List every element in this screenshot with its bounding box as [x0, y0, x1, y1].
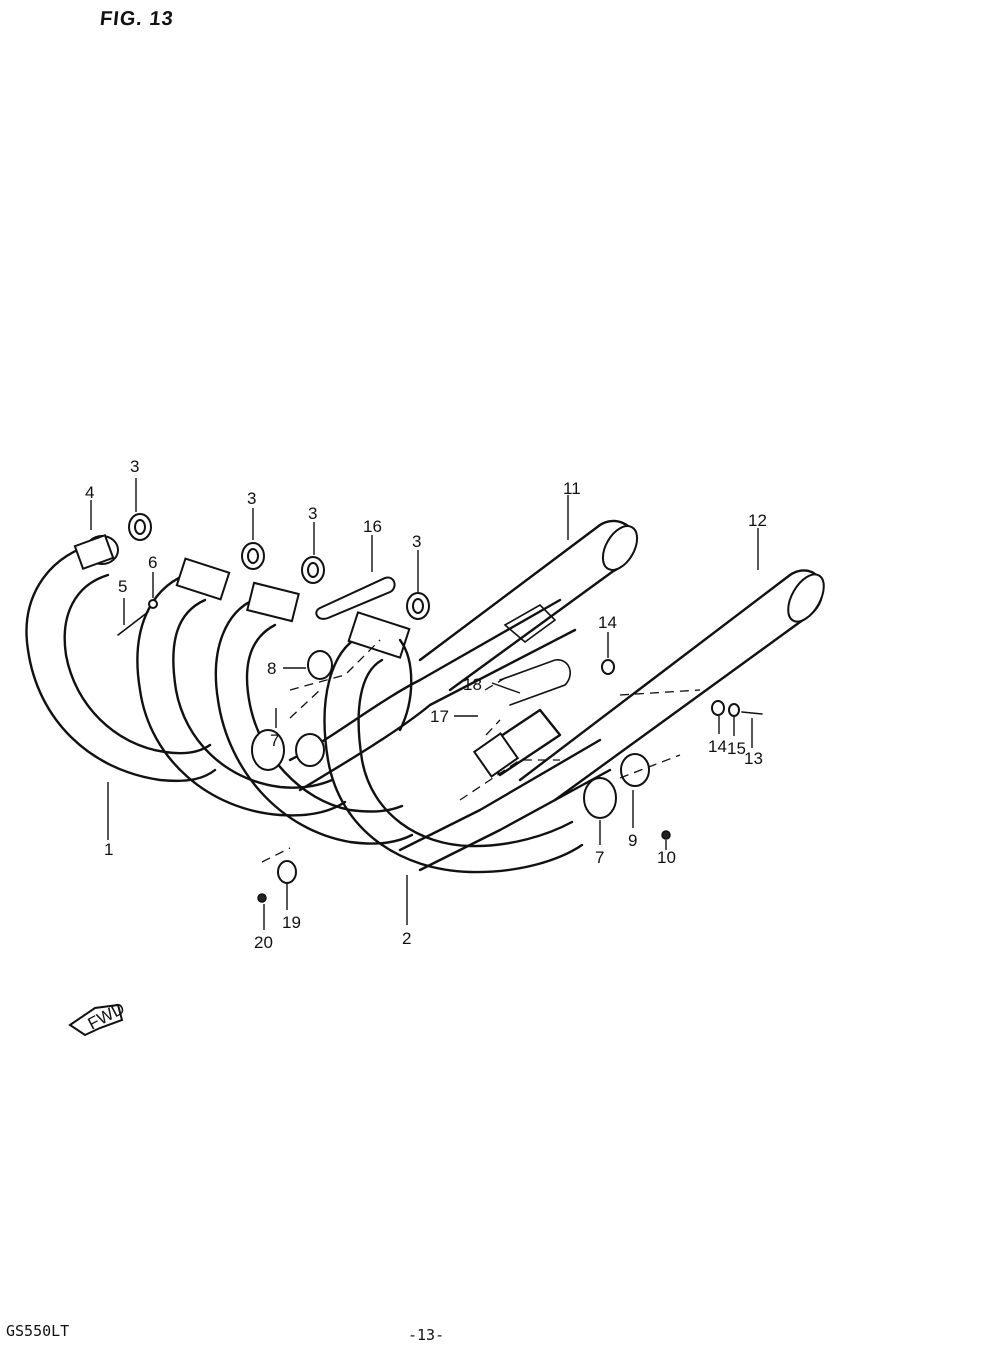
callout-17: 17 [430, 707, 449, 726]
exhaust-pipe-2 [323, 611, 584, 874]
bolt-13-washers-14-15 [257, 659, 763, 903]
callout-6: 6 [148, 553, 157, 572]
callout-3: 3 [412, 532, 421, 551]
callout-3: 3 [247, 489, 256, 508]
callout-14: 14 [708, 737, 727, 756]
callout-20: 20 [254, 933, 273, 952]
muffler-12 [472, 569, 825, 802]
heat-shield-18 [499, 659, 571, 706]
clamps-8-9 [295, 650, 650, 787]
callout-3: 3 [308, 504, 317, 523]
callout-4: 4 [85, 483, 94, 502]
callout-12: 12 [748, 511, 767, 530]
callout-19: 19 [282, 913, 301, 932]
bolt-5-and-nut-6 [117, 599, 158, 636]
callout-leader-lines [90, 478, 759, 930]
callout-3: 3 [130, 457, 139, 476]
exhaust-pipe-1 [25, 543, 217, 783]
exhaust-pipe-middle-left [136, 557, 347, 817]
collector-pipes [288, 598, 612, 872]
forward-direction-arrow: FWD [68, 999, 128, 1037]
callout-10: 10 [657, 848, 676, 867]
callout-18: 18 [463, 675, 482, 694]
fwd-label: FWD [85, 999, 128, 1034]
callout-2: 2 [402, 929, 411, 948]
callout-15: 15 [727, 739, 746, 758]
exhaust-pipe-middle-right [214, 581, 414, 845]
page-number: -13- [408, 1326, 445, 1344]
callout-11: 11 [563, 479, 581, 498]
connector-pipes-7 [251, 729, 617, 819]
callout-8: 8 [267, 659, 276, 678]
callout-7: 7 [595, 848, 604, 867]
heat-shield-16 [315, 576, 396, 620]
callout-5: 5 [118, 577, 127, 596]
callout-13: 13 [744, 749, 763, 768]
gaskets-3 [128, 513, 430, 620]
callout-7: 7 [270, 731, 279, 750]
dashed-guide-lines [261, 639, 701, 863]
callout-1: 1 [104, 840, 113, 859]
model-code: GS550LT [6, 1322, 70, 1340]
callout-9: 9 [628, 831, 637, 850]
muffler-11 [418, 519, 639, 692]
callout-14: 14 [598, 613, 617, 632]
callout-16: 16 [363, 517, 382, 536]
pipe-1-flange [73, 533, 119, 571]
